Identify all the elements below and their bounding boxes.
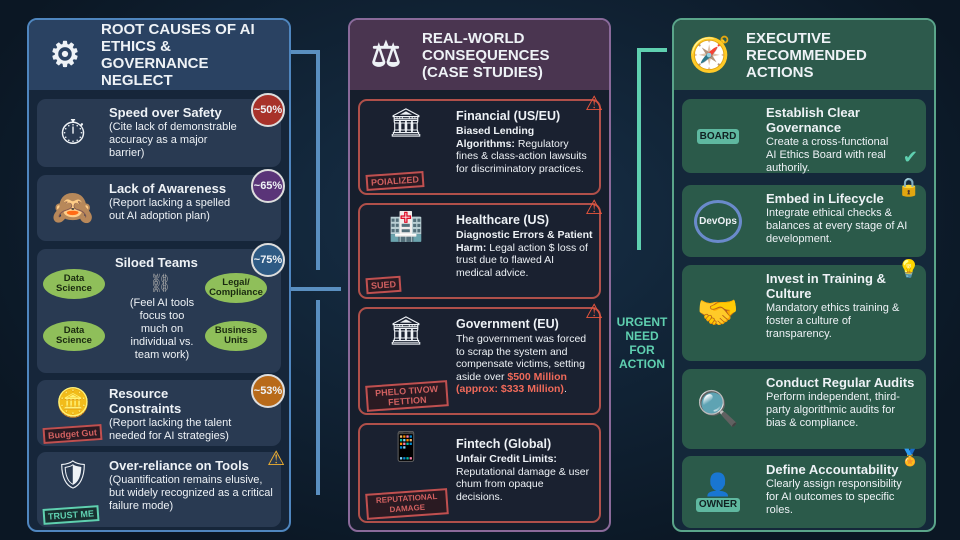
- card-text: (Report lacking the talent needed for AI…: [109, 417, 232, 442]
- warning-icon: ⚠: [585, 301, 603, 323]
- pillar-icon: BOARD: [688, 110, 748, 162]
- urgent-need-label: URGENT NEED FOR ACTION: [616, 315, 668, 371]
- card-title: Resource Constraints: [109, 386, 182, 416]
- card-text: Integrate ethical checks & balances at e…: [766, 207, 908, 245]
- card-title: Invest in Training & Culture: [766, 271, 886, 301]
- warning-icon: ⚠: [585, 197, 603, 219]
- case-study-card: 🏛 POIALIZED Financial (US/EU) Biased Lendin…: [358, 93, 603, 195]
- card-title: Healthcare (US): [456, 213, 550, 227]
- compass-shield-icon: 🧭: [688, 35, 732, 74]
- card-title: Fintech (Global): [456, 437, 552, 451]
- card-text: Perform independent, third-party algorit…: [766, 391, 900, 429]
- stamp-label: REPUTATIONAL DAMAGE: [365, 488, 449, 520]
- case-study-card: 📱 REPUTATIONAL DAMAGE Fintech (Global) Unfa…: [358, 423, 601, 523]
- flow-arrow: [637, 48, 667, 52]
- award-icon: 🏅: [900, 450, 920, 467]
- flow-arrow: [316, 300, 320, 495]
- stamp-label: PHELO TIVOW FETTION: [365, 380, 449, 412]
- percent-badge: ~50%: [251, 93, 285, 127]
- broken-bridge-icon: ⛓: [149, 273, 172, 293]
- check-icon: ✔: [902, 147, 918, 167]
- percent-badge: ~75%: [251, 243, 285, 277]
- root-causes-panel: ⚙ Root Causes of AI Ethics & Governance N…: [27, 18, 291, 532]
- consequences-panel: ⚖Real-World Consequences (Case Studies) …: [348, 18, 611, 532]
- lightbulb-icon: 💡: [897, 259, 920, 279]
- root-cause-card: Siloed Teams (Feel AI tools focus too mu…: [37, 243, 285, 373]
- card-text: Create a cross-functional AI Ethics Boar…: [766, 136, 889, 174]
- padlock-icon: 🔒: [897, 177, 920, 197]
- card-title: Lack of Awareness: [109, 181, 227, 196]
- card-text: (Report lacking a spelled out AI adoptio…: [109, 197, 231, 222]
- card-text: Biased Lending Algorithms: Regulatory fi…: [456, 125, 587, 175]
- capitol-icon: 🏛: [388, 314, 424, 346]
- card-title: Financial (US/EU): [456, 109, 561, 123]
- percent-badge: ~65%: [251, 169, 285, 203]
- blindfolded-head-icon: 🙈: [51, 188, 95, 227]
- card-title: Embed in Lifecycle: [766, 191, 884, 206]
- handshake-icon: 🤝: [696, 293, 740, 332]
- panel-title: Real-World Consequences (Case Studies): [422, 29, 550, 81]
- card-title: Government (EU): [456, 317, 559, 331]
- card-text: Mandatory ethics training & foster a cul…: [766, 302, 900, 340]
- panel-title: Executive Recommended Actions: [746, 29, 867, 81]
- island-label: Data Science: [43, 269, 105, 299]
- stamp-label: POIALIZED: [365, 170, 425, 192]
- stopwatch-fire-icon: ⏱: [59, 113, 87, 152]
- card-title: Conduct Regular Audits: [766, 375, 915, 390]
- stamp-label: Budget Gut: [42, 423, 103, 445]
- flow-arrow: [316, 50, 320, 270]
- root-cause-card: 🙈 Lack of Awareness(Report lacking a spel…: [37, 169, 285, 241]
- card-text: (Cite lack of demonstrable accuracy as a…: [109, 121, 237, 159]
- magnifier-doc-icon: 🔍: [696, 389, 740, 428]
- flow-arrow: [291, 287, 341, 291]
- panel-header: ⚖ Real-World Consequences (Case Studies): [350, 20, 609, 90]
- stamp-label: SUED: [365, 275, 402, 295]
- case-study-card: 🏛 PHELO TIVOW FETTION Government (EU) The g…: [358, 301, 603, 415]
- bank-icon: 🏛: [388, 106, 424, 138]
- warning-icon: ⚠: [267, 448, 285, 470]
- root-cause-card: 🛡 TRUST ME Over-reliance on Tools(Quantifi…: [37, 448, 285, 527]
- warning-icon: ⚠: [585, 93, 603, 115]
- flow-arrow: [637, 50, 641, 250]
- gears-icon: ⚙: [49, 35, 81, 74]
- hospital-icon: 🏥: [388, 210, 424, 242]
- island-label: Data Science: [43, 321, 105, 351]
- island-label: Legal/ Compliance: [205, 273, 267, 303]
- actions-panel: 🧭 Executive Recommended Actions BOARD Esta…: [672, 18, 936, 532]
- card-title: Over-reliance on Tools: [109, 458, 249, 473]
- island-label: Business Units: [205, 321, 267, 351]
- card-text: The government was forced to scrap the s…: [456, 333, 587, 395]
- panel-header: ⚙ Root Causes of AI Ethics & Governance N…: [29, 20, 289, 90]
- root-cause-card: ⏱ Speed over Safety(Cite lack of demonstr…: [37, 93, 285, 167]
- card-title: Define Accountability: [766, 462, 899, 477]
- panel-header: 🧭 Executive Recommended Actions: [674, 20, 934, 90]
- card-text: Unfair Credit Limits: Reputational damag…: [456, 453, 590, 503]
- person-icon: 👤OWNER: [688, 466, 748, 518]
- gavel-icon: ⚖: [370, 35, 402, 74]
- phone-card-icon: 📱: [388, 430, 424, 462]
- cycle-icon: DevOps: [688, 195, 748, 247]
- card-text: Clearly assign responsibility for AI out…: [766, 478, 902, 516]
- card-title: Siloed Teams: [115, 255, 198, 270]
- card-text: (Feel AI tools focus too much on individ…: [129, 297, 195, 361]
- percent-badge: ~53%: [251, 374, 285, 408]
- card-text: (Quantification remains elusive, but wid…: [109, 474, 273, 512]
- coins-decline-icon: 🪙: [55, 386, 91, 418]
- flow-arrow: [291, 50, 319, 54]
- card-title: Establish Clear Governance: [766, 105, 860, 135]
- stamp-label: TRUST ME: [42, 505, 100, 525]
- panel-title: Root Causes of AI Ethics & Governance Ne…: [101, 21, 255, 89]
- case-study-card: 🏥 SUED Healthcare (US) Diagnostic Errors & …: [358, 197, 603, 299]
- magic-wand-icon: 🛡: [55, 458, 91, 490]
- card-text: Diagnostic Errors & Patient Harm: Legal …: [456, 229, 593, 279]
- card-title: Speed over Safety: [109, 105, 222, 120]
- root-cause-card: 🪙 Budget Gut Resource Constraints(Report l…: [37, 374, 285, 446]
